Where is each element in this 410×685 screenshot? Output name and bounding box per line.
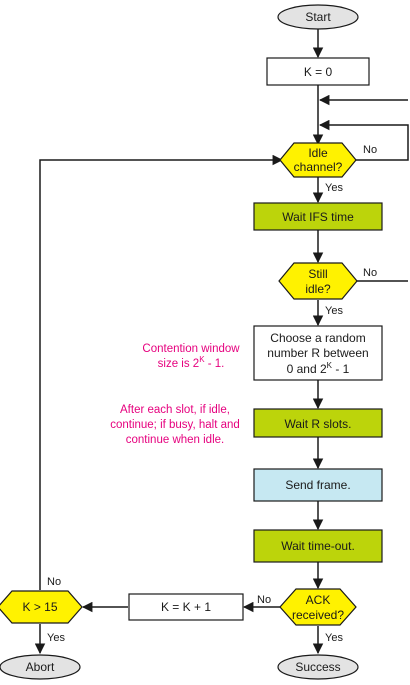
- abort-label: Abort: [26, 660, 55, 674]
- wait-ifs-shape: [253, 202, 383, 231]
- k-init-label: K = 0: [304, 65, 333, 79]
- contention-line2-post: - 1.: [205, 358, 225, 370]
- idle-label-line1: Idle: [308, 146, 328, 160]
- wait-timeout-process: Wait time-out.: [253, 529, 383, 563]
- k-check-decision: K > 15: [0, 590, 83, 624]
- contention-note-line1: Contention window: [142, 343, 240, 355]
- still-no-label: No: [363, 267, 377, 279]
- idle-shape: [279, 142, 357, 178]
- choose-label-line2: number R between: [267, 346, 368, 360]
- send-frame-label: Send frame.: [285, 478, 350, 492]
- still-idle-decision: Still idle?: [278, 262, 358, 300]
- connectors: [34, 29, 409, 655]
- k-check-no-label: No: [47, 576, 61, 588]
- still-idle-shape: [278, 262, 358, 300]
- k-increment-shape: [128, 593, 244, 621]
- choose-label-line3: 0 and 2K - 1: [287, 361, 350, 376]
- k-check-yes-label: Yes: [47, 632, 65, 644]
- ack-no-label: No: [257, 594, 271, 606]
- contention-line2-sup: K: [199, 355, 205, 364]
- contention-note-line2: size is 2K - 1.: [158, 355, 225, 370]
- ack-decision: ACK received?: [279, 588, 357, 626]
- idle-decision: Idle channel?: [279, 142, 357, 178]
- slot-note-line1: After each slot, if idle,: [120, 404, 230, 416]
- ack-yes-label: Yes: [325, 632, 343, 644]
- success-shape: [277, 654, 359, 680]
- still-yes-label: Yes: [325, 305, 343, 317]
- edge-idle-no-loop: [318, 119, 409, 161]
- slot-note-line3: continue when idle.: [126, 434, 224, 446]
- wait-ifs-label: Wait IFS time: [282, 210, 354, 224]
- start-terminal: Start: [277, 4, 359, 30]
- choose-line3-sup: K: [327, 361, 333, 370]
- slot-note-line2: continue; if busy, halt and: [110, 419, 240, 431]
- idle-label-line2: channel?: [294, 160, 343, 174]
- annotation-notes: Contention window size is 2K - 1. After …: [110, 343, 240, 446]
- wait-r-process: Wait R slots.: [253, 408, 383, 438]
- wait-r-label: Wait R slots.: [285, 417, 352, 431]
- k-check-label: K > 15: [22, 600, 57, 614]
- wait-timeout-label: Wait time-out.: [281, 539, 355, 553]
- choose-label-line1: Choose a random: [270, 331, 365, 345]
- still-idle-label-line2: idle?: [305, 282, 331, 296]
- send-frame-process: Send frame.: [253, 468, 383, 502]
- wait-ifs-process: Wait IFS time: [253, 202, 383, 231]
- choose-line3-pre: 0 and 2: [287, 362, 327, 376]
- edge-labels: No Yes No Yes No Yes No Yes: [47, 144, 377, 644]
- contention-line2-pre: size is 2: [158, 358, 200, 370]
- still-idle-label-line1: Still: [308, 267, 327, 281]
- k-init-shape: [266, 57, 370, 86]
- idle-yes-label: Yes: [325, 182, 343, 194]
- k-check-shape: [0, 590, 83, 624]
- choose-random-process: Choose a random number R between 0 and 2…: [253, 325, 383, 381]
- wait-r-shape: [253, 408, 383, 438]
- success-terminal: Success: [277, 654, 359, 680]
- start-label: Start: [305, 10, 331, 24]
- idle-no-label: No: [363, 144, 377, 156]
- start-shape: [277, 4, 359, 30]
- ack-label-line2: received?: [292, 608, 344, 622]
- k-increment-label: K = K + 1: [161, 600, 211, 614]
- success-label: Success: [295, 660, 340, 674]
- k-init-process: K = 0: [266, 57, 370, 86]
- choose-line3-post: - 1: [332, 362, 350, 376]
- choose-random-shape: [253, 325, 383, 381]
- k-increment-process: K = K + 1: [128, 593, 244, 621]
- send-frame-shape: [253, 468, 383, 502]
- ack-shape: [279, 588, 357, 626]
- abort-shape: [0, 654, 81, 680]
- abort-terminal: Abort: [0, 654, 81, 680]
- edge-k-check-no-loop: [39, 154, 284, 590]
- ack-label-line1: ACK: [306, 593, 331, 607]
- wait-timeout-shape: [253, 529, 383, 563]
